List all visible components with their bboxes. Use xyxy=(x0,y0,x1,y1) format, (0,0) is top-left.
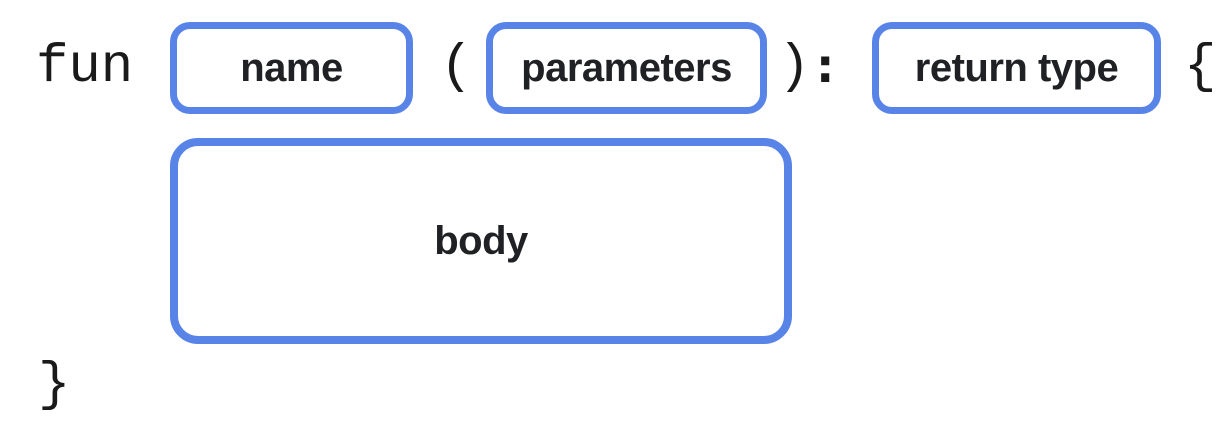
open-brace: { xyxy=(1184,37,1217,98)
body-box: body xyxy=(170,138,792,344)
return-type-label: return type xyxy=(914,45,1119,90)
name-box: name xyxy=(170,22,413,114)
open-paren: ( xyxy=(440,37,473,98)
parameters-label: parameters xyxy=(521,45,732,90)
close-brace: } xyxy=(38,355,71,416)
name-label: name xyxy=(240,45,343,90)
close-paren: ) xyxy=(778,37,811,98)
return-type-box: return type xyxy=(872,22,1161,114)
body-label: body xyxy=(434,218,528,263)
colon-separator: : xyxy=(816,39,835,93)
parameters-box: parameters xyxy=(486,22,767,114)
fun-keyword: fun xyxy=(36,37,134,98)
